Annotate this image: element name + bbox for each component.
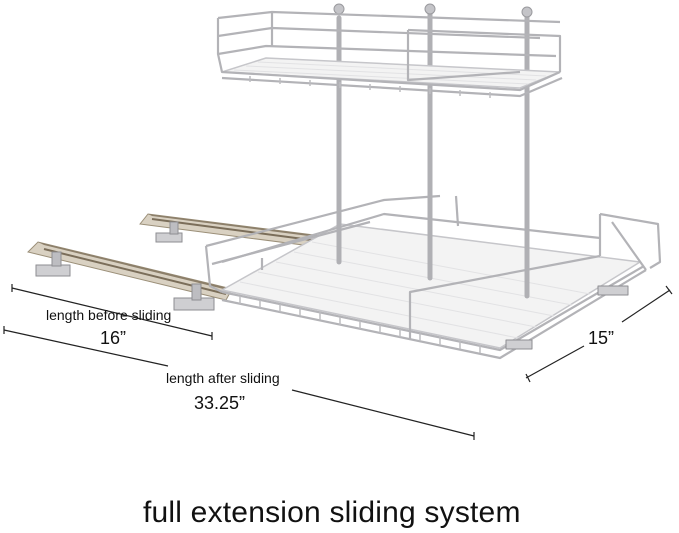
- length-after-label: length after sliding: [166, 370, 280, 386]
- caption: full extension sliding system: [143, 496, 521, 529]
- length-before-label: length before sliding: [46, 307, 172, 323]
- top-shelf-tier: [216, 10, 563, 98]
- support-posts: [336, 11, 530, 299]
- rear-slide-rail: [139, 213, 340, 250]
- dimension-line-depth: [525, 285, 673, 383]
- dimension-line-after: [3, 326, 475, 440]
- length-after-value: 33.25”: [194, 393, 246, 413]
- post-finials: [333, 3, 533, 18]
- front-slide-rail: [27, 241, 236, 311]
- dimension-line-before: [11, 284, 213, 340]
- depth-value: 15”: [588, 328, 615, 348]
- length-before-value: 16”: [100, 328, 127, 348]
